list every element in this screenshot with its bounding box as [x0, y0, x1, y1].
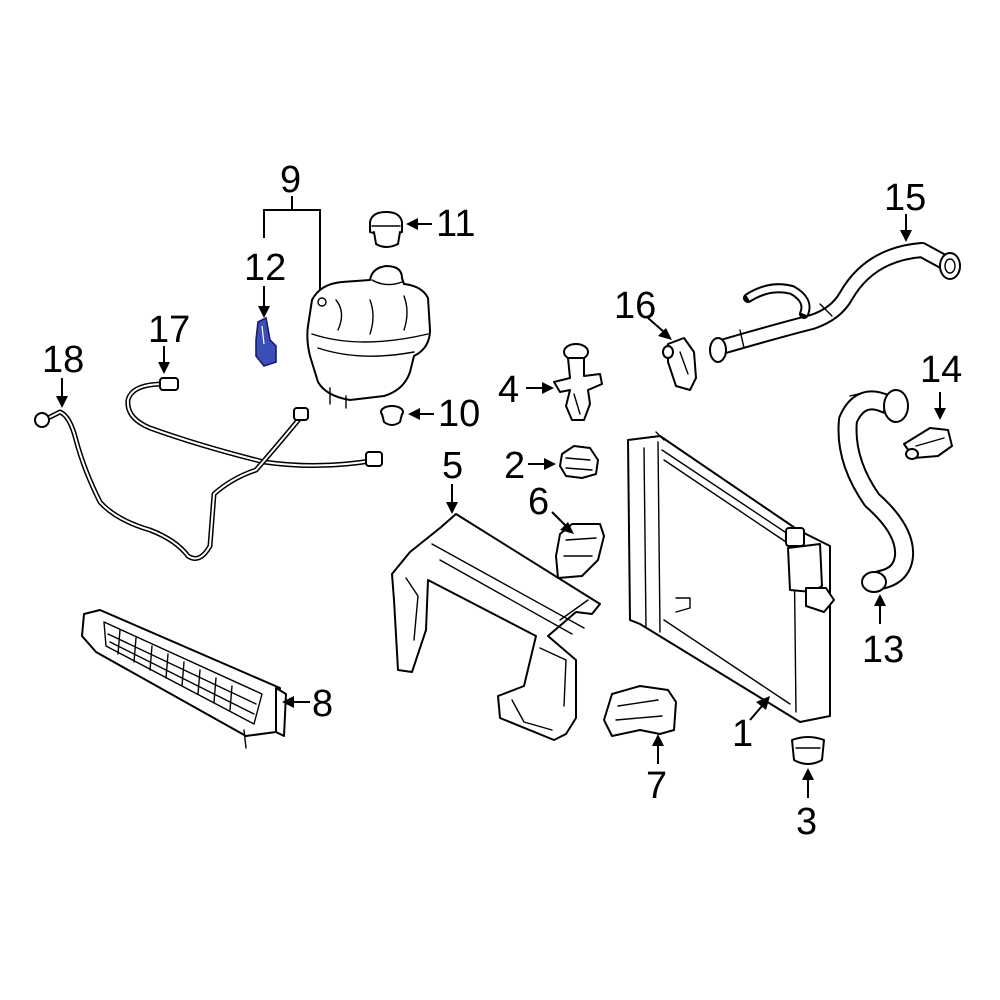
air-guide-bracket-upper[interactable] — [555, 523, 605, 579]
radiator-grille-duct[interactable] — [81, 609, 287, 749]
tank-grommet[interactable] — [380, 405, 404, 426]
callout-17: 17 — [148, 309, 190, 351]
lower-radiator-hose[interactable] — [837, 389, 915, 593]
callout-4-leader — [526, 382, 554, 394]
callout-9: 9 — [280, 159, 301, 201]
push-pin-retainer[interactable] — [553, 343, 603, 421]
callout-14: 14 — [920, 349, 962, 391]
callout-2: 2 — [504, 445, 525, 487]
callout-18: 18 — [42, 339, 84, 381]
upper-radiator-hose[interactable] — [709, 242, 961, 363]
callout-3: 3 — [796, 801, 817, 843]
callout-6-leader — [551, 511, 574, 534]
radiator-support-bracket[interactable] — [391, 513, 601, 741]
callout-11: 11 — [436, 203, 475, 245]
callout-16: 16 — [614, 285, 656, 327]
callout-15-leader — [900, 214, 912, 242]
radiator-assembly[interactable] — [627, 431, 835, 723]
callout-13-leader — [874, 594, 886, 624]
callout-15: 15 — [884, 177, 926, 219]
callout-8: 8 — [312, 683, 333, 725]
callout-12-leader — [258, 286, 270, 318]
callout-1-leader — [749, 696, 770, 721]
callout-8-leader — [282, 696, 310, 708]
coolant-return-line[interactable] — [34, 407, 309, 561]
callout-14-leader — [934, 392, 946, 420]
hose-clamp-lower[interactable] — [903, 427, 953, 460]
radiator-upper-mount[interactable] — [559, 445, 599, 479]
expansion-tank-cap[interactable] — [369, 211, 403, 248]
air-guide-bracket-lower[interactable] — [603, 685, 677, 737]
callout-7-leader — [652, 734, 664, 764]
callout-10-leader — [408, 408, 434, 420]
callout-6: 6 — [528, 481, 549, 523]
drain-plug[interactable] — [791, 736, 825, 765]
callout-10: 10 — [438, 393, 480, 435]
callout-12: 12 — [244, 247, 286, 289]
callout-3-leader — [802, 768, 814, 798]
callout-18-leader — [56, 378, 68, 408]
hose-clamp-upper[interactable] — [662, 337, 697, 391]
callout-5-leader — [446, 484, 458, 514]
callout-16-leader — [647, 317, 672, 340]
coolant-level-sensor[interactable] — [255, 316, 277, 367]
coolant-expansion-tank[interactable] — [306, 265, 431, 409]
callout-5: 5 — [442, 445, 463, 487]
callout-7: 7 — [646, 765, 667, 807]
callout-1: 1 — [732, 713, 753, 755]
callout-2-leader — [528, 458, 556, 470]
callout-11-leader — [406, 218, 432, 230]
callout-4: 4 — [498, 369, 519, 411]
overflow-hose[interactable] — [125, 377, 383, 469]
callout-13: 13 — [862, 629, 904, 671]
callout-17-leader — [158, 346, 170, 374]
